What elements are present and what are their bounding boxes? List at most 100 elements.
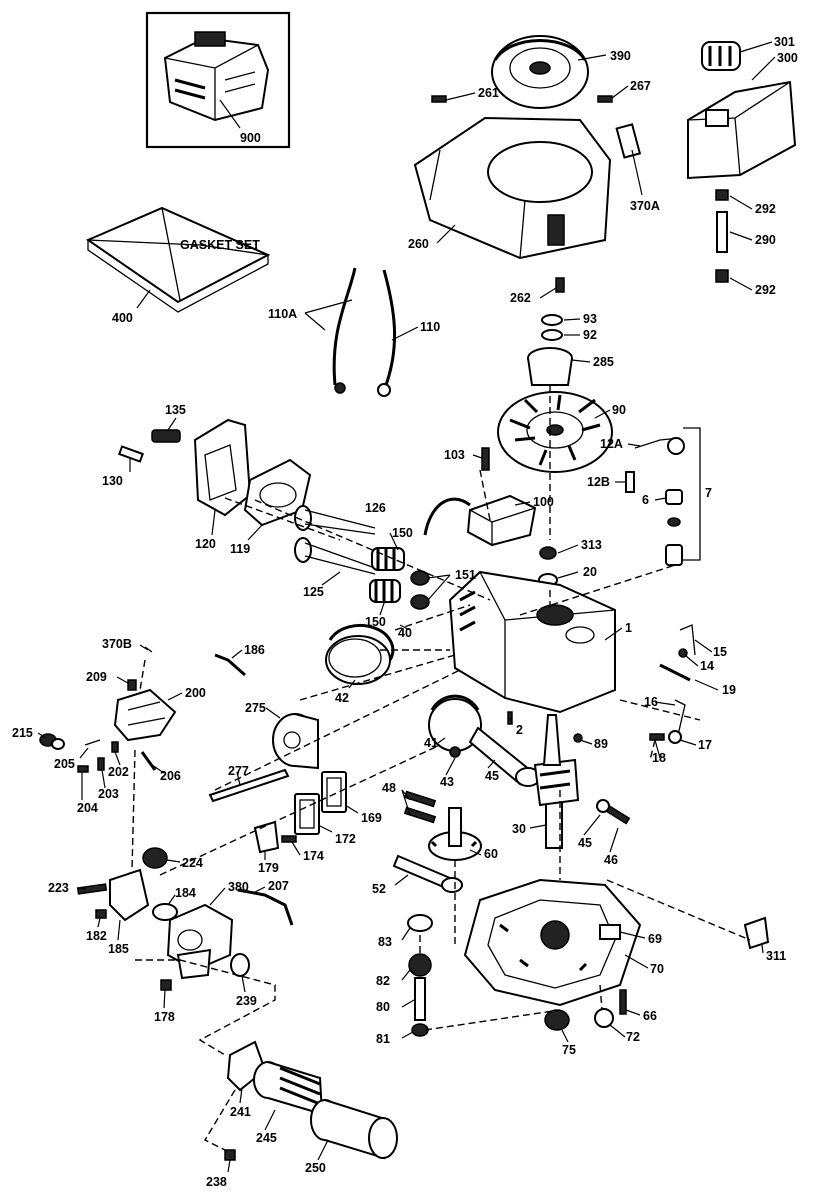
label-238: 238 <box>206 1175 227 1189</box>
label-185: 185 <box>108 942 129 956</box>
label-17: 17 <box>698 738 712 752</box>
label-215: 215 <box>12 726 33 740</box>
label-285: 285 <box>593 355 614 369</box>
label-66: 66 <box>643 1009 657 1023</box>
screw-267 <box>597 95 613 103</box>
control-bracket-200 <box>113 688 177 742</box>
label-239: 239 <box>236 994 257 1008</box>
label-19: 19 <box>722 683 736 697</box>
label-223: 223 <box>48 881 69 895</box>
label-150-lower: 150 <box>365 615 386 629</box>
label-313: 313 <box>581 538 602 552</box>
bracket-line-7 <box>680 427 701 561</box>
governor-spring-186 <box>214 653 246 677</box>
label-260: 260 <box>408 237 429 251</box>
label-16: 16 <box>644 695 658 709</box>
label-40: 40 <box>398 626 412 640</box>
label-292-lower: 292 <box>755 283 776 297</box>
valve-lifter-313 <box>539 546 557 560</box>
label-204: 204 <box>77 801 98 815</box>
label-45-lower: 45 <box>578 836 592 850</box>
screw-202 <box>111 741 119 753</box>
label-390: 390 <box>610 49 631 63</box>
bracket-370b <box>144 646 153 653</box>
label-110: 110 <box>420 320 440 334</box>
muffler-bolt-277 <box>208 768 290 803</box>
screw-203 <box>97 757 105 771</box>
wrist-pin-43 <box>449 746 461 758</box>
label-261: 261 <box>478 86 499 100</box>
label-14: 14 <box>700 659 714 673</box>
label-301: 301 <box>774 35 795 49</box>
label-277: 277 <box>228 764 249 778</box>
label-205: 205 <box>54 757 75 771</box>
label-6: 6 <box>642 493 649 507</box>
label-126: 126 <box>365 501 386 515</box>
label-130: 130 <box>102 474 123 488</box>
label-81: 81 <box>376 1032 390 1046</box>
plug-83 <box>407 914 433 932</box>
label-93: 93 <box>583 312 597 326</box>
label-119: 119 <box>230 542 250 556</box>
label-224: 224 <box>182 856 203 870</box>
label-60: 60 <box>484 847 498 861</box>
gasket-set-text: GASKET SET <box>180 238 260 252</box>
label-241: 241 <box>230 1105 251 1119</box>
label-250: 250 <box>305 1161 326 1175</box>
belleville-washer <box>541 329 563 341</box>
gasket-set-package: GASKET SET <box>85 206 271 313</box>
drain-plug-72 <box>594 1008 614 1028</box>
spark-plug-135 <box>151 429 181 443</box>
label-12a: 12A <box>600 437 623 451</box>
label-70: 70 <box>650 962 664 976</box>
spark-plug-cover <box>667 517 681 527</box>
part-labels: 900 390 301 300 261 267 370A 260 262 292… <box>12 35 798 1189</box>
intake-elbow-185 <box>109 868 150 922</box>
piston-ring-set <box>325 623 395 685</box>
bolt-66 <box>619 989 627 1015</box>
spark-plug-wire-110 <box>377 269 397 397</box>
label-150-upper: 150 <box>392 526 413 540</box>
screw-223 <box>76 883 108 895</box>
label-52: 52 <box>372 882 386 896</box>
label-48: 48 <box>382 781 396 795</box>
label-380: 380 <box>228 880 249 894</box>
label-300: 300 <box>777 51 798 65</box>
air-cleaner-base-241 <box>226 1040 267 1092</box>
air-filter-245 <box>253 1061 324 1116</box>
label-1: 1 <box>625 621 632 635</box>
gasket-184 <box>152 903 178 921</box>
label-135: 135 <box>165 403 186 417</box>
spark-plug-boot-lower <box>665 544 683 566</box>
label-290: 290 <box>755 233 776 247</box>
label-41: 41 <box>424 736 438 750</box>
label-2: 2 <box>516 723 523 737</box>
spark-plug-wire-110a <box>332 267 357 394</box>
label-200: 200 <box>185 686 206 700</box>
label-80: 80 <box>376 1000 390 1014</box>
blower-housing <box>413 116 612 260</box>
carburetor-380 <box>166 903 234 980</box>
intake-plug-224 <box>142 847 168 869</box>
label-267: 267 <box>630 79 651 93</box>
cylinder-block <box>448 570 616 714</box>
label-179: 179 <box>258 861 279 875</box>
governor-lever-15 <box>679 624 696 656</box>
label-174: 174 <box>303 849 324 863</box>
label-30: 30 <box>512 822 526 836</box>
label-203: 203 <box>98 787 119 801</box>
governor-clamp-17 <box>668 730 682 744</box>
throttle-link-207 <box>237 888 294 926</box>
oil-pump-gear-82 <box>408 953 432 977</box>
screw-209 <box>127 679 137 691</box>
label-100: 100 <box>533 495 554 509</box>
label-15: 15 <box>713 645 727 659</box>
label-7: 7 <box>705 486 712 500</box>
cam-gear <box>428 807 482 861</box>
label-275: 275 <box>245 701 266 715</box>
rod-cap-45b <box>596 799 610 813</box>
spark-plug-boot <box>665 489 683 505</box>
label-178: 178 <box>154 1010 175 1024</box>
recoil-starter <box>491 35 589 109</box>
leader-lines <box>37 41 776 1173</box>
